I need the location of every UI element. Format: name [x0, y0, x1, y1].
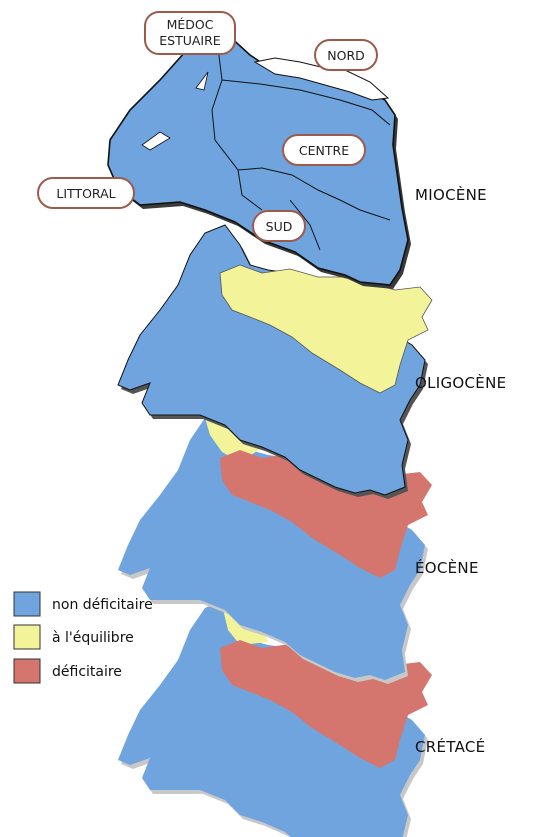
legend-item-non-deficitaire: non déficitaire [13, 591, 153, 617]
zone-pill-centre: CENTRE [282, 134, 366, 166]
zone-pill-medoc-estuaire: MÉDOC ESTUAIRE [144, 11, 236, 55]
lake-water [195, 71, 209, 91]
svg-text:à l'équilibre: à l'équilibre [52, 630, 134, 646]
zone-pill-nord: NORD [314, 39, 378, 71]
zone-pill-sud: SUD [252, 210, 306, 242]
zone-boundary-north [221, 79, 391, 126]
zone-pill-littoral: LITTORAL [37, 177, 135, 209]
svg-text:CENTRE: CENTRE [299, 143, 349, 158]
legend: non déficitaire à l'équilibre déficitair… [13, 591, 153, 684]
legend-item-equilibre: à l'équilibre [13, 624, 134, 650]
miocene-non-deficitaire-area [107, 34, 409, 286]
zone-boundary-south [237, 167, 391, 221]
legend-item-deficitaire: déficitaire [13, 658, 122, 684]
legend-swatch-equilibre [13, 624, 41, 650]
layer-label-cretace: CRÉTACÉ [415, 737, 485, 756]
layer-label-oligocene: OLIGOCÈNE [415, 373, 506, 392]
zone-boundary-sud [289, 199, 321, 251]
svg-text:non déficitaire: non déficitaire [52, 597, 153, 613]
svg-text:NORD: NORD [327, 48, 365, 63]
estuary-water [141, 131, 171, 151]
layer-miocene: MIOCÈNE [107, 34, 487, 289]
svg-text:MÉDOC: MÉDOC [167, 17, 214, 32]
legend-swatch-deficitaire [13, 658, 41, 684]
legend-swatch-non-deficitaire [13, 591, 41, 617]
layer-label-eocene: ÉOCÈNE [415, 558, 479, 577]
layer-label-miocene: MIOCÈNE [415, 185, 487, 204]
svg-text:déficitaire: déficitaire [52, 664, 122, 680]
svg-text:SUD: SUD [266, 219, 293, 234]
miocene-nord-area [253, 57, 390, 101]
svg-text:ESTUAIRE: ESTUAIRE [159, 33, 221, 48]
svg-text:LITTORAL: LITTORAL [56, 186, 115, 201]
layer-oligocene: OLIGOCÈNE [117, 224, 506, 499]
